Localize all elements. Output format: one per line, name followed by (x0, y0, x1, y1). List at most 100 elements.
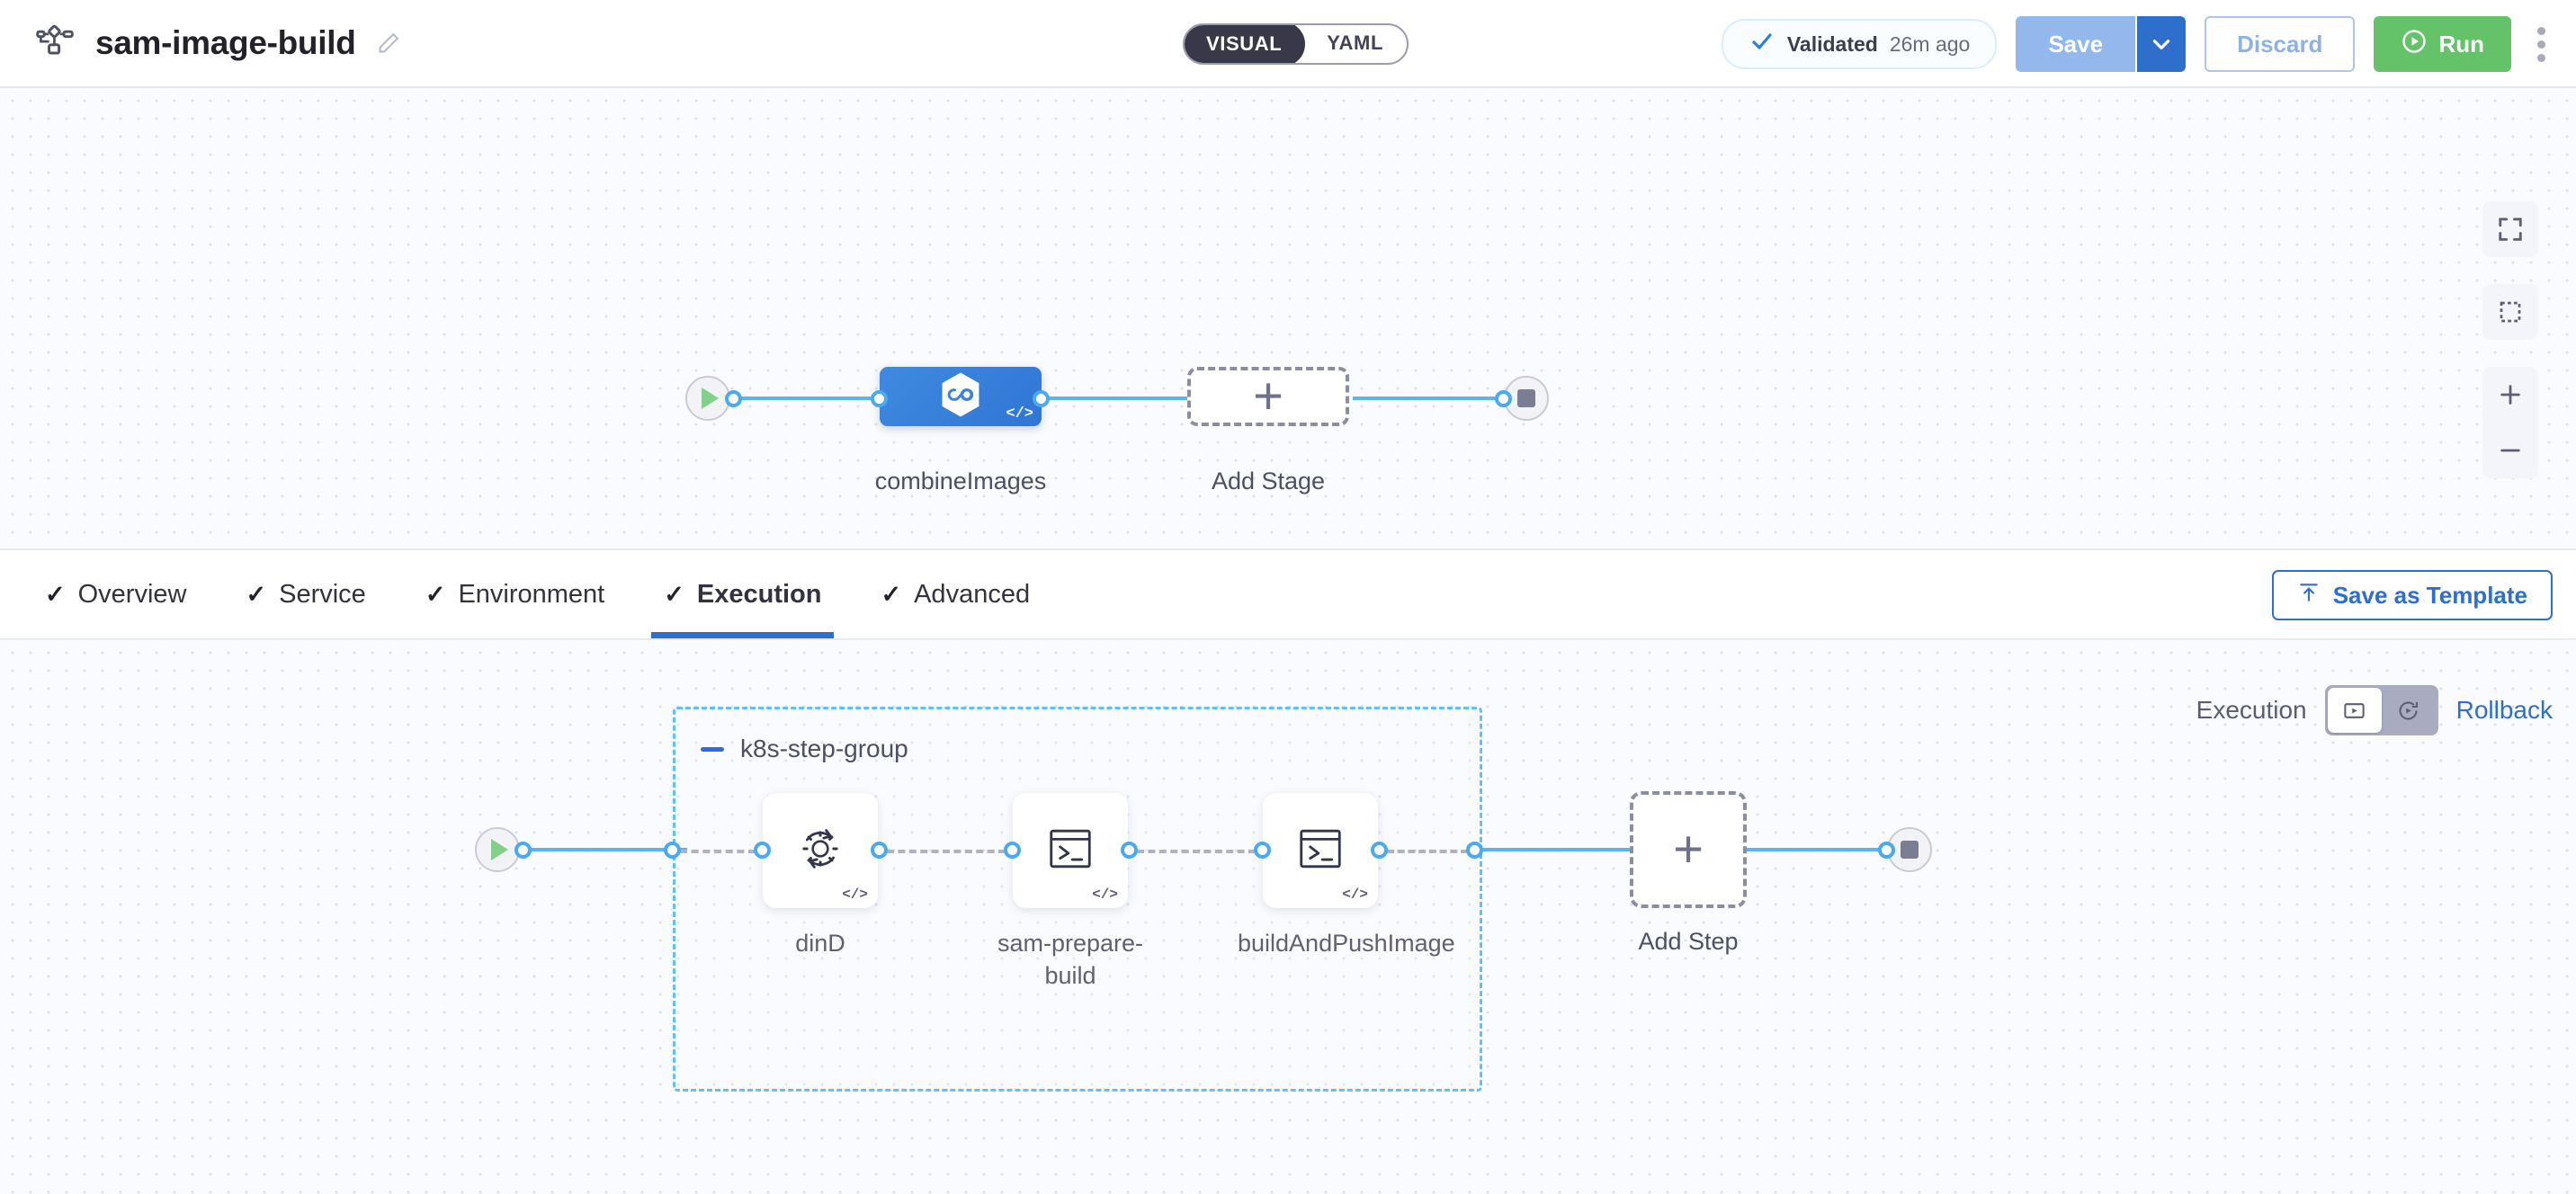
mode-visual[interactable]: VISUAL (1185, 25, 1306, 63)
stage-label-combineImages: combineImages (874, 468, 1047, 495)
step-group-title: k8s-step-group (740, 735, 908, 762)
group-input-port[interactable] (664, 842, 681, 859)
check-icon: ✓ (664, 580, 684, 608)
pipeline-start-node[interactable] (685, 376, 730, 421)
step-node-dinD[interactable]: </> (763, 793, 878, 908)
play-box-icon[interactable] (2327, 688, 2382, 733)
page-title: sam-image-build (95, 24, 356, 61)
step-label-dinD: dinD (795, 930, 845, 957)
more-vertical-icon[interactable] (2530, 18, 2553, 71)
execution-start-node[interactable] (475, 827, 520, 872)
discard-button[interactable]: Discard (2205, 16, 2356, 72)
step-code-badge: </> (842, 887, 868, 903)
check-icon: ✓ (881, 580, 902, 608)
execution-end-node[interactable] (1887, 827, 1932, 872)
check-icon: ✓ (246, 580, 267, 608)
step-code-badge: </> (1342, 887, 1368, 903)
tab-advanced[interactable]: ✓ Advanced (881, 550, 1030, 638)
tab-label: Overview (77, 579, 187, 609)
check-icon: ✓ (45, 580, 66, 608)
sam-prepare-build-output-port[interactable] (1121, 842, 1138, 859)
save-split-button[interactable]: Save (2016, 16, 2187, 72)
run-label: Run (2438, 30, 2484, 58)
step-code-badge: </> (1092, 887, 1118, 903)
minus-icon[interactable] (2482, 423, 2538, 478)
execution-steps-canvas[interactable] (0, 640, 2576, 1194)
add-step-button[interactable]: + (1630, 791, 1747, 908)
stage-node-combineImages[interactable]: </> (880, 367, 1042, 426)
tab-overview[interactable]: ✓ Overview (45, 550, 186, 638)
rollback-label[interactable]: Rollback (2455, 696, 2553, 724)
link-start-to-stage (736, 397, 876, 400)
add-step-label: Add Step (1638, 928, 1739, 955)
harness-hexagon-icon (935, 370, 986, 424)
step-label-sam-prepare-build: sam-prepare-build (997, 930, 1144, 989)
dinD-input-port[interactable] (754, 842, 771, 859)
dashed-square-icon[interactable] (2482, 284, 2538, 340)
plus-icon[interactable] (2482, 367, 2538, 423)
pencil-icon[interactable] (376, 30, 403, 57)
view-segment-control[interactable] (2324, 685, 2438, 735)
start-output-port[interactable] (725, 390, 742, 407)
stage-canvas[interactable]: </> combineImages + Add Stage (0, 88, 2576, 548)
stage-output-port[interactable] (1033, 390, 1050, 407)
minus-icon[interactable] (701, 746, 724, 752)
status-badge: Validated 26m ago (1721, 19, 1998, 69)
tab-label: Service (279, 579, 366, 609)
link-add-step-to-end (1747, 848, 1885, 851)
link-sam-prepare-build-to-buildAndPushImage (1137, 850, 1256, 853)
group-output-port[interactable] (1466, 842, 1483, 859)
add-stage-button[interactable]: + (1187, 367, 1349, 426)
link-buildAndPushImage-to-group-out (1387, 850, 1468, 853)
plus-icon: + (1673, 819, 1704, 878)
tab-environment[interactable]: ✓ Environment (425, 550, 604, 638)
play-circle-icon (2401, 28, 2428, 61)
app-header: sam-image-build VISUAL YAML Validated 26… (0, 0, 2576, 88)
validated-label: Validated (1786, 31, 1878, 56)
execution-end-port[interactable] (1878, 842, 1895, 859)
save-dropdown-caret[interactable] (2135, 16, 2187, 72)
tab-label: Advanced (914, 579, 1031, 609)
play-icon (475, 827, 520, 872)
header-actions: Validated 26m ago Save Discard Run (1721, 0, 2553, 88)
save-button[interactable]: Save (2016, 16, 2136, 72)
execution-start-port[interactable] (514, 842, 532, 859)
buildAndPushImage-input-port[interactable] (1254, 842, 1271, 859)
tab-service[interactable]: ✓ Service (246, 550, 365, 638)
terminal-icon (1290, 818, 1351, 884)
buildAndPushImage-output-port[interactable] (1371, 842, 1388, 859)
tab-label: Environment (458, 579, 605, 609)
pipeline-nodes-icon (34, 22, 76, 64)
play-icon (685, 376, 730, 421)
fullscreen-icon[interactable] (2482, 201, 2538, 257)
step-node-buildAndPushImage[interactable]: </> (1263, 793, 1378, 908)
tab-list: ✓ Overview ✓ Service ✓ Environment ✓ Exe… (0, 550, 1030, 638)
validated-timestamp: 26m ago (1889, 31, 1971, 56)
stage-input-port[interactable] (871, 390, 888, 407)
zoom-in-out-group[interactable] (2482, 367, 2538, 478)
execution-rollback-toggle[interactable]: Execution Rollback (2196, 685, 2553, 735)
tab-execution[interactable]: ✓ Execution (651, 550, 835, 638)
link-stage-to-add (1043, 397, 1187, 400)
rotate-play-icon[interactable] (2382, 688, 2436, 733)
check-icon: ✓ (425, 580, 446, 608)
dinD-output-port[interactable] (871, 842, 888, 859)
upload-template-icon (2297, 581, 2321, 610)
save-as-template-label: Save as Template (2332, 581, 2527, 609)
run-button[interactable]: Run (2374, 16, 2511, 72)
save-as-template-button[interactable]: Save as Template (2271, 570, 2553, 620)
step-node-sam-prepare-build[interactable]: </> (1013, 793, 1128, 908)
mode-yaml[interactable]: YAML (1327, 31, 1383, 54)
step-group-header: k8s-step-group (701, 735, 908, 763)
tab-label: Execution (696, 579, 822, 609)
view-mode-toggle[interactable]: VISUAL YAML (1183, 23, 1409, 65)
check-icon (1749, 31, 1775, 58)
add-stage-label: Add Stage (1211, 468, 1326, 495)
link-add-to-end (1353, 397, 1502, 400)
stop-icon (1887, 827, 1932, 872)
gear-rotate-icon (787, 815, 854, 887)
end-input-port[interactable] (1495, 390, 1512, 407)
stage-config-tabs: ✓ Overview ✓ Service ✓ Environment ✓ Exe… (0, 548, 2576, 640)
canvas-zoom-controls[interactable] (2482, 201, 2538, 478)
sam-prepare-build-input-port[interactable] (1004, 842, 1021, 859)
